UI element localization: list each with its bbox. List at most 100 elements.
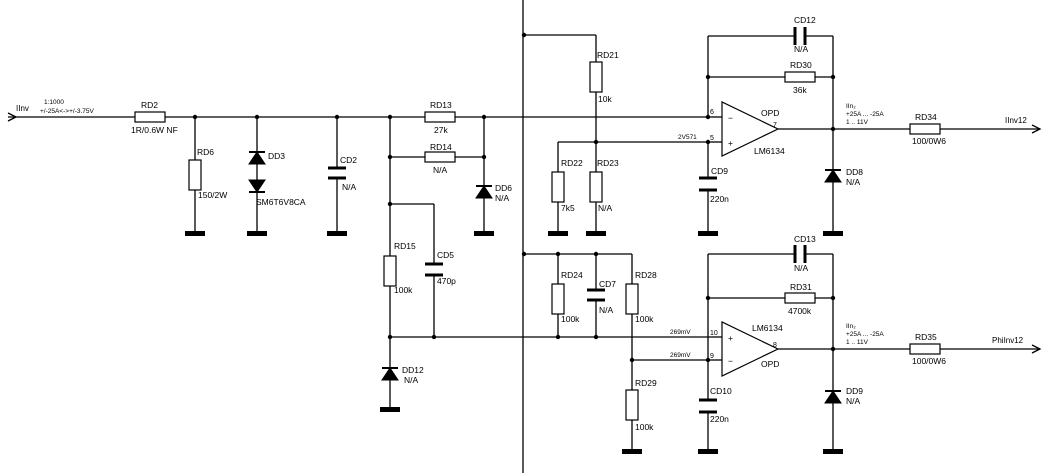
dd12-value: N/A — [404, 375, 419, 385]
resistor-rd22 — [551, 171, 565, 203]
capacitor-cd10 — [699, 398, 717, 414]
rd21-value: 10k — [598, 94, 612, 104]
resistor-rd34 — [909, 123, 941, 135]
cd10-ref: CD10 — [710, 386, 732, 396]
opamp-2: + − — [712, 321, 780, 377]
resistor-rd14 — [424, 151, 456, 163]
output-net-1: IInv12 — [1005, 116, 1027, 125]
cd10-value: 220n — [710, 414, 729, 424]
rd14-ref: RD14 — [430, 142, 452, 152]
rd35-value: 100/0W6 — [912, 356, 946, 366]
cd13-ref: CD13 — [794, 234, 816, 244]
diode-dd9 — [824, 390, 842, 404]
dd8-ref: DD8 — [846, 167, 863, 177]
rd2-value: 1R/0.6W NF — [131, 125, 178, 135]
out1-range-current: +25A ... -25A — [846, 111, 884, 118]
cd12-ref: CD12 — [794, 15, 816, 25]
svg-text:−: − — [728, 356, 733, 366]
opamp1-name: OPD — [761, 108, 779, 118]
net-voltage-1: 2V571 — [678, 134, 697, 141]
input-ratio-note: 1:1000 — [44, 99, 64, 106]
resistor-rd31 — [784, 292, 816, 304]
opamp-1: − + — [712, 101, 780, 157]
capacitor-cd5 — [425, 262, 443, 277]
dd12-ref: DD12 — [402, 365, 424, 375]
resistor-rd24 — [551, 283, 565, 315]
svg-text:+: + — [728, 333, 733, 343]
input-net-label: IInv — [16, 104, 29, 113]
cd5-value: 470p — [437, 276, 456, 286]
capacitor-cd2 — [328, 166, 346, 180]
tvs-diode-dd3 — [248, 151, 266, 193]
capacitor-cd12 — [793, 27, 807, 45]
svg-text:+: + — [728, 138, 733, 148]
opamp2-pin-noninv: 10 — [710, 330, 718, 337]
rd34-ref: RD34 — [915, 112, 937, 122]
resistor-rd13 — [424, 111, 456, 123]
rd22-ref: RD22 — [561, 158, 583, 168]
capacitor-cd7 — [587, 288, 605, 302]
rd24-value: 100k — [561, 314, 580, 324]
diode-dd8 — [824, 169, 842, 183]
rd6-ref: RD6 — [197, 147, 214, 157]
cd7-ref: CD7 — [599, 279, 616, 289]
input-range-note: +/-25A<->+/-3.75V — [40, 108, 95, 115]
ground-symbols — [185, 231, 843, 454]
resistor-rd28 — [625, 283, 639, 315]
resistor-rd21 — [589, 61, 603, 93]
dd3-value: SM6T6V8CA — [256, 197, 306, 207]
labels: IInv 1:1000 +/-25A<->+/-3.75V RD2 1R/0.6… — [16, 15, 1027, 432]
rd30-value: 36k — [793, 85, 807, 95]
dd6-value: N/A — [495, 193, 510, 203]
cd2-value: N/A — [342, 182, 357, 192]
dd8-value: N/A — [846, 177, 861, 187]
rd23-ref: RD23 — [597, 158, 619, 168]
diode-dd6 — [475, 185, 493, 199]
out2-range-current: +25A ... -25A — [846, 331, 884, 338]
cd5-ref: CD5 — [437, 250, 454, 260]
dd6-ref: DD6 — [495, 183, 512, 193]
dd9-ref: DD9 — [846, 386, 863, 396]
dd3-ref: DD3 — [268, 151, 285, 161]
resistor-rd35 — [909, 343, 941, 355]
rd34-value: 100/0W6 — [912, 136, 946, 146]
resistor-rd15 — [383, 255, 397, 287]
opamp2-part: LM6134 — [752, 323, 783, 333]
cd7-value: N/A — [599, 305, 614, 315]
rd15-value: 100k — [394, 285, 413, 295]
rd29-ref: RD29 — [635, 378, 657, 388]
opamp2-name: OPD — [761, 359, 779, 369]
rd24-ref: RD24 — [561, 270, 583, 280]
rd35-ref: RD35 — [915, 332, 937, 342]
opamp1-pin-inv: 6 — [710, 109, 714, 116]
resistor-rd23 — [589, 171, 603, 203]
resistor-rd30 — [784, 71, 816, 83]
diode-dd12 — [381, 367, 399, 381]
rd2-ref: RD2 — [141, 100, 158, 110]
rd23-value: N/A — [598, 203, 613, 213]
opamp1-pin-out: 7 — [773, 122, 777, 129]
opamp2-pin-out: 8 — [773, 342, 777, 349]
rd15-ref: RD15 — [394, 241, 416, 251]
junction-dots — [192, 32, 836, 363]
cd9-ref: CD9 — [711, 166, 728, 176]
svg-text:−: − — [728, 113, 733, 123]
rd22-value: 7k5 — [561, 203, 575, 213]
opamp2-pin-inv: 9 — [710, 353, 714, 360]
cd12-value: N/A — [794, 44, 809, 54]
opamp1-pin-noninv: 5 — [710, 135, 714, 142]
rd28-ref: RD28 — [635, 270, 657, 280]
rd31-ref: RD31 — [790, 282, 812, 292]
dd9-value: N/A — [846, 396, 861, 406]
out2-range-label: IIn₂ — [846, 323, 856, 330]
rd21-ref: RD21 — [597, 50, 619, 60]
out2-range-voltage: 1 .. 11V — [846, 339, 869, 346]
resistor-rd2 — [134, 111, 166, 123]
output-net-2: PhiInv12 — [992, 336, 1024, 345]
opamp1-part: LM6134 — [754, 146, 785, 156]
resistor-rd29 — [625, 389, 639, 421]
capacitor-cd13 — [793, 245, 807, 263]
rd29-value: 100k — [635, 422, 654, 432]
rd6-value: 150/2W — [198, 190, 227, 200]
